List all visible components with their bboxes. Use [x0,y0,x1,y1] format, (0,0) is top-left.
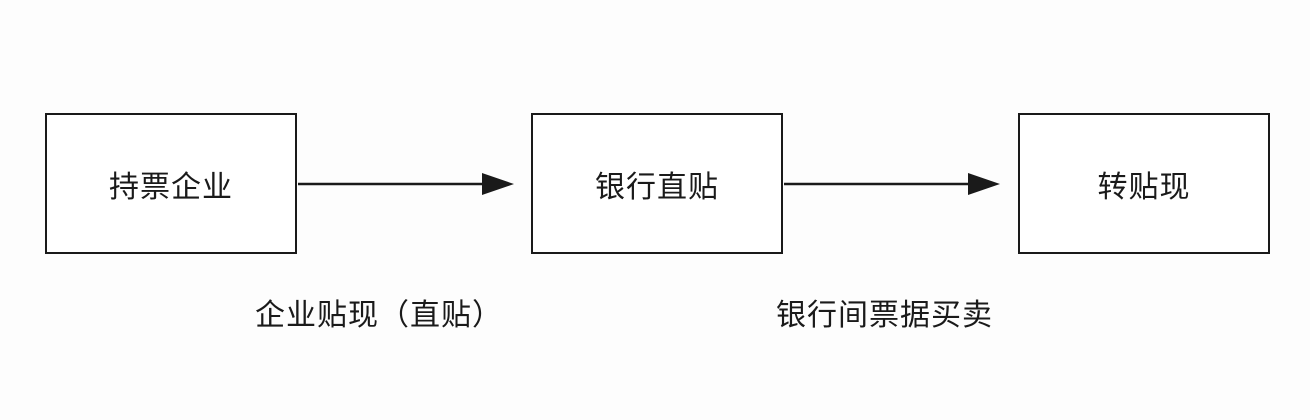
edge-label-enterprise-discount: 企业贴现（直贴） [255,298,503,333]
node-label-rediscount: 转贴现 [1097,169,1191,205]
edge-arrow-2 [784,173,1000,195]
node-bank-direct-discount: 银行直贴 [531,113,783,254]
node-label-bank-direct-discount: 银行直贴 [595,169,719,205]
node-label-holding-enterprise: 持票企业 [109,169,233,205]
node-holding-enterprise: 持票企业 [45,113,297,254]
edge-arrow-1 [298,173,514,195]
edge-label-interbank-trading: 银行间票据买卖 [776,298,993,333]
node-rediscount: 转贴现 [1018,113,1270,254]
